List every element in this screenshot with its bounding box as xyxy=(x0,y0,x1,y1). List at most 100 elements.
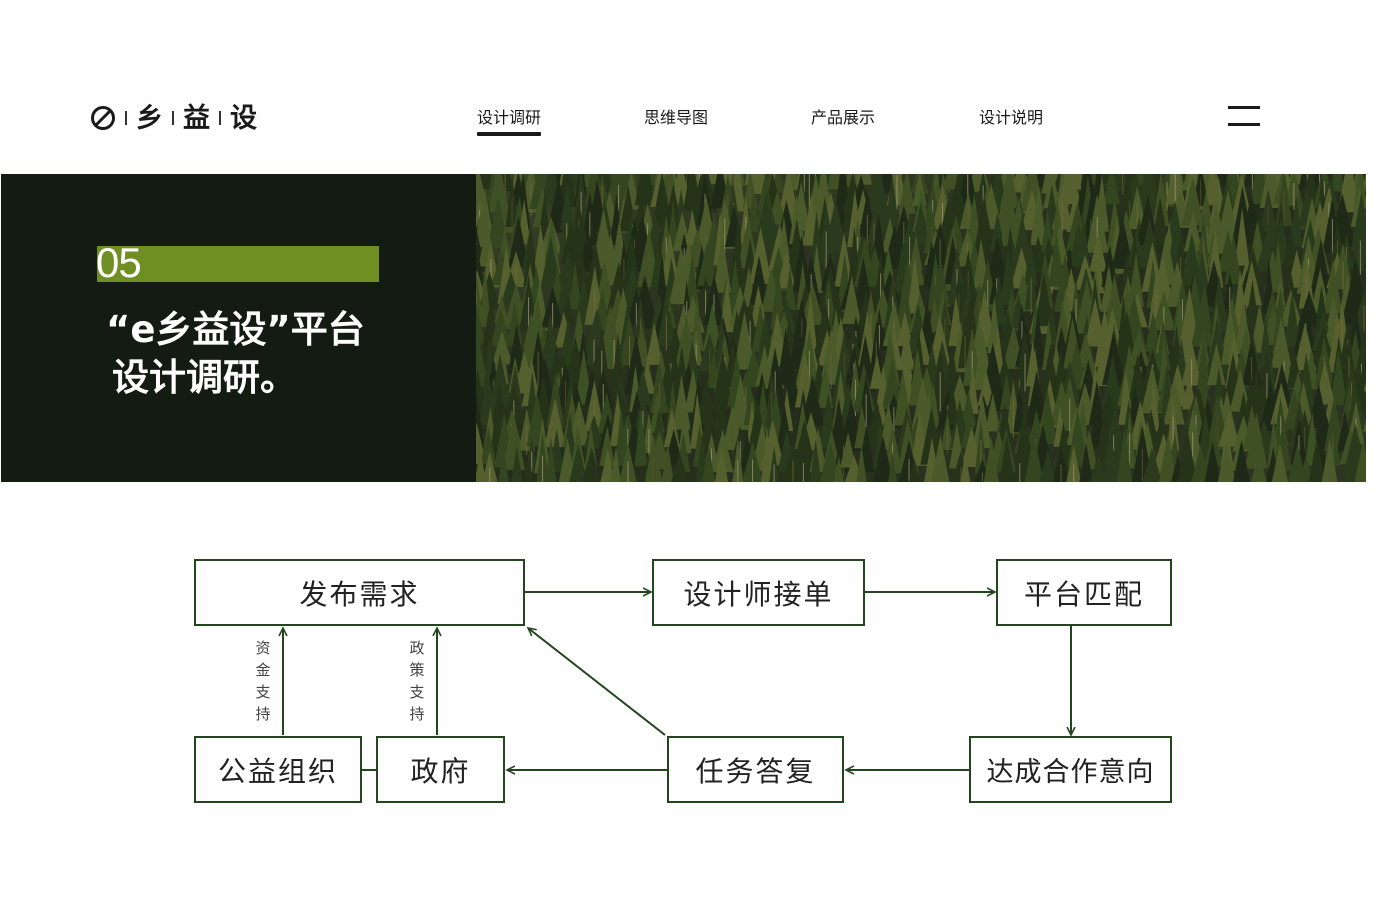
tree xyxy=(678,402,692,454)
tree xyxy=(634,408,648,467)
tree xyxy=(671,451,688,482)
tree xyxy=(482,451,498,482)
tree xyxy=(854,174,872,185)
tree xyxy=(1079,442,1093,482)
tree xyxy=(1211,367,1226,412)
tree xyxy=(1031,308,1046,368)
nav-item-mind-map[interactable]: 思维导图 xyxy=(644,108,709,127)
tree xyxy=(999,435,1015,482)
tree xyxy=(611,332,625,393)
tree xyxy=(490,307,512,347)
tree xyxy=(524,456,534,482)
label-fund-support: 资金支持 xyxy=(255,639,271,723)
tree xyxy=(1289,193,1303,248)
tree xyxy=(702,303,723,352)
tree xyxy=(599,426,616,467)
tree xyxy=(478,268,492,328)
tree xyxy=(800,375,825,426)
logo-divider xyxy=(125,111,127,125)
tree xyxy=(1000,247,1017,306)
tree xyxy=(1153,412,1172,450)
banner-title: “e乡益设”平台 设计调研。 xyxy=(106,306,452,402)
tree xyxy=(488,174,509,213)
tree xyxy=(1354,440,1366,482)
tree xyxy=(1284,290,1300,347)
tree xyxy=(1350,220,1366,271)
tree xyxy=(896,276,914,332)
tree xyxy=(1216,188,1240,245)
tree xyxy=(545,435,557,482)
tree xyxy=(711,429,734,473)
nav-item-design-notes[interactable]: 设计说明 xyxy=(979,108,1044,127)
tree xyxy=(1207,342,1226,386)
node-ngo: 公益组织 xyxy=(194,736,362,803)
tree xyxy=(1142,447,1162,482)
tree xyxy=(1025,370,1048,426)
forest-illustration xyxy=(476,174,1366,482)
tree xyxy=(1197,333,1210,390)
section-number-bar xyxy=(97,246,379,282)
main-nav: 设计调研 思维导图 产品展示 设计说明 xyxy=(0,104,1376,144)
tree xyxy=(498,449,510,482)
nav-item-product-showcase[interactable]: 产品展示 xyxy=(811,108,876,127)
tree xyxy=(972,394,992,449)
tree xyxy=(985,237,1009,288)
node-task-reply: 任务答复 xyxy=(667,736,844,803)
tree xyxy=(809,439,822,482)
tree xyxy=(663,407,680,448)
tree xyxy=(476,303,486,345)
menu-icon xyxy=(1228,106,1260,109)
tree xyxy=(1323,258,1342,314)
tree xyxy=(569,443,588,482)
logo-divider xyxy=(219,111,221,125)
tree xyxy=(983,435,999,482)
logo[interactable]: 乡 益 设 xyxy=(90,100,257,136)
tree xyxy=(479,365,496,426)
tree xyxy=(711,349,734,410)
tree xyxy=(848,226,861,285)
tree xyxy=(908,458,921,482)
tree xyxy=(533,357,557,409)
nav-item-design-research[interactable]: 设计调研 xyxy=(477,104,542,136)
tree xyxy=(733,311,756,370)
tree xyxy=(1090,455,1107,482)
label-policy-support: 政策支持 xyxy=(409,639,425,723)
tree xyxy=(1282,230,1299,266)
tree xyxy=(1116,428,1133,482)
tree xyxy=(1234,207,1250,266)
tree xyxy=(690,296,704,351)
logo-char-3: 设 xyxy=(230,102,257,134)
tree xyxy=(610,447,621,482)
tree xyxy=(896,311,913,346)
tree xyxy=(489,353,512,408)
tree xyxy=(1140,364,1164,414)
tree xyxy=(1363,195,1366,210)
tree xyxy=(732,437,744,482)
tree xyxy=(819,264,842,311)
tree xyxy=(854,335,876,392)
tree xyxy=(502,413,526,470)
tree xyxy=(1191,293,1214,347)
tree xyxy=(1331,174,1344,192)
tree xyxy=(1364,259,1366,268)
tree xyxy=(1152,174,1170,227)
tree xyxy=(1101,244,1119,288)
tree xyxy=(1102,331,1126,385)
arrow-reply-to-publish xyxy=(528,628,666,736)
tree xyxy=(476,450,487,482)
tree xyxy=(1158,434,1178,482)
tree xyxy=(1177,430,1198,482)
tree xyxy=(945,343,959,387)
tree xyxy=(897,179,911,227)
tree xyxy=(869,354,885,389)
menu-button[interactable] xyxy=(1228,106,1260,128)
tree xyxy=(701,445,716,482)
tree xyxy=(621,234,642,292)
tree xyxy=(1204,441,1221,482)
tree xyxy=(749,226,773,285)
tree xyxy=(696,241,718,287)
tree xyxy=(769,446,780,482)
tree xyxy=(761,427,773,482)
menu-icon xyxy=(1228,123,1260,126)
tree xyxy=(960,451,971,482)
